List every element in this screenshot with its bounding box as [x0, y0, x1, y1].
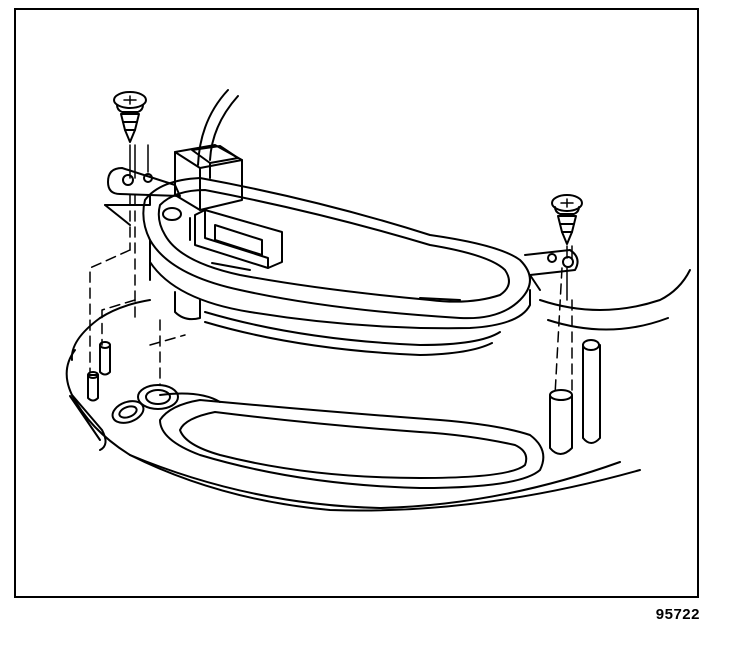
switch-block	[174, 144, 243, 211]
bezel-upper	[142, 177, 531, 330]
upper-arc-inner	[209, 95, 239, 161]
bracket-right	[524, 249, 579, 291]
mounting-post-right-2	[582, 339, 601, 444]
connector	[189, 209, 283, 269]
figure-number: 95722	[655, 606, 700, 623]
loop-hole	[111, 400, 145, 424]
upper-arc	[197, 89, 229, 166]
alignment-lines	[89, 144, 573, 396]
grommet	[137, 384, 179, 410]
lower-housing	[65, 299, 641, 512]
diagram-frame	[14, 8, 699, 598]
screw-icon	[113, 91, 147, 143]
right-background-curve-2	[547, 317, 669, 331]
mounting-post-right-1	[549, 389, 573, 455]
mounting-post-left-2	[99, 341, 111, 376]
mounting-post-left-1	[87, 371, 99, 402]
inner-recess	[159, 399, 545, 489]
bezel-skirt	[204, 311, 501, 346]
bracket-left	[104, 167, 181, 226]
screw-icon	[551, 194, 583, 245]
right-background-curve	[539, 269, 691, 311]
